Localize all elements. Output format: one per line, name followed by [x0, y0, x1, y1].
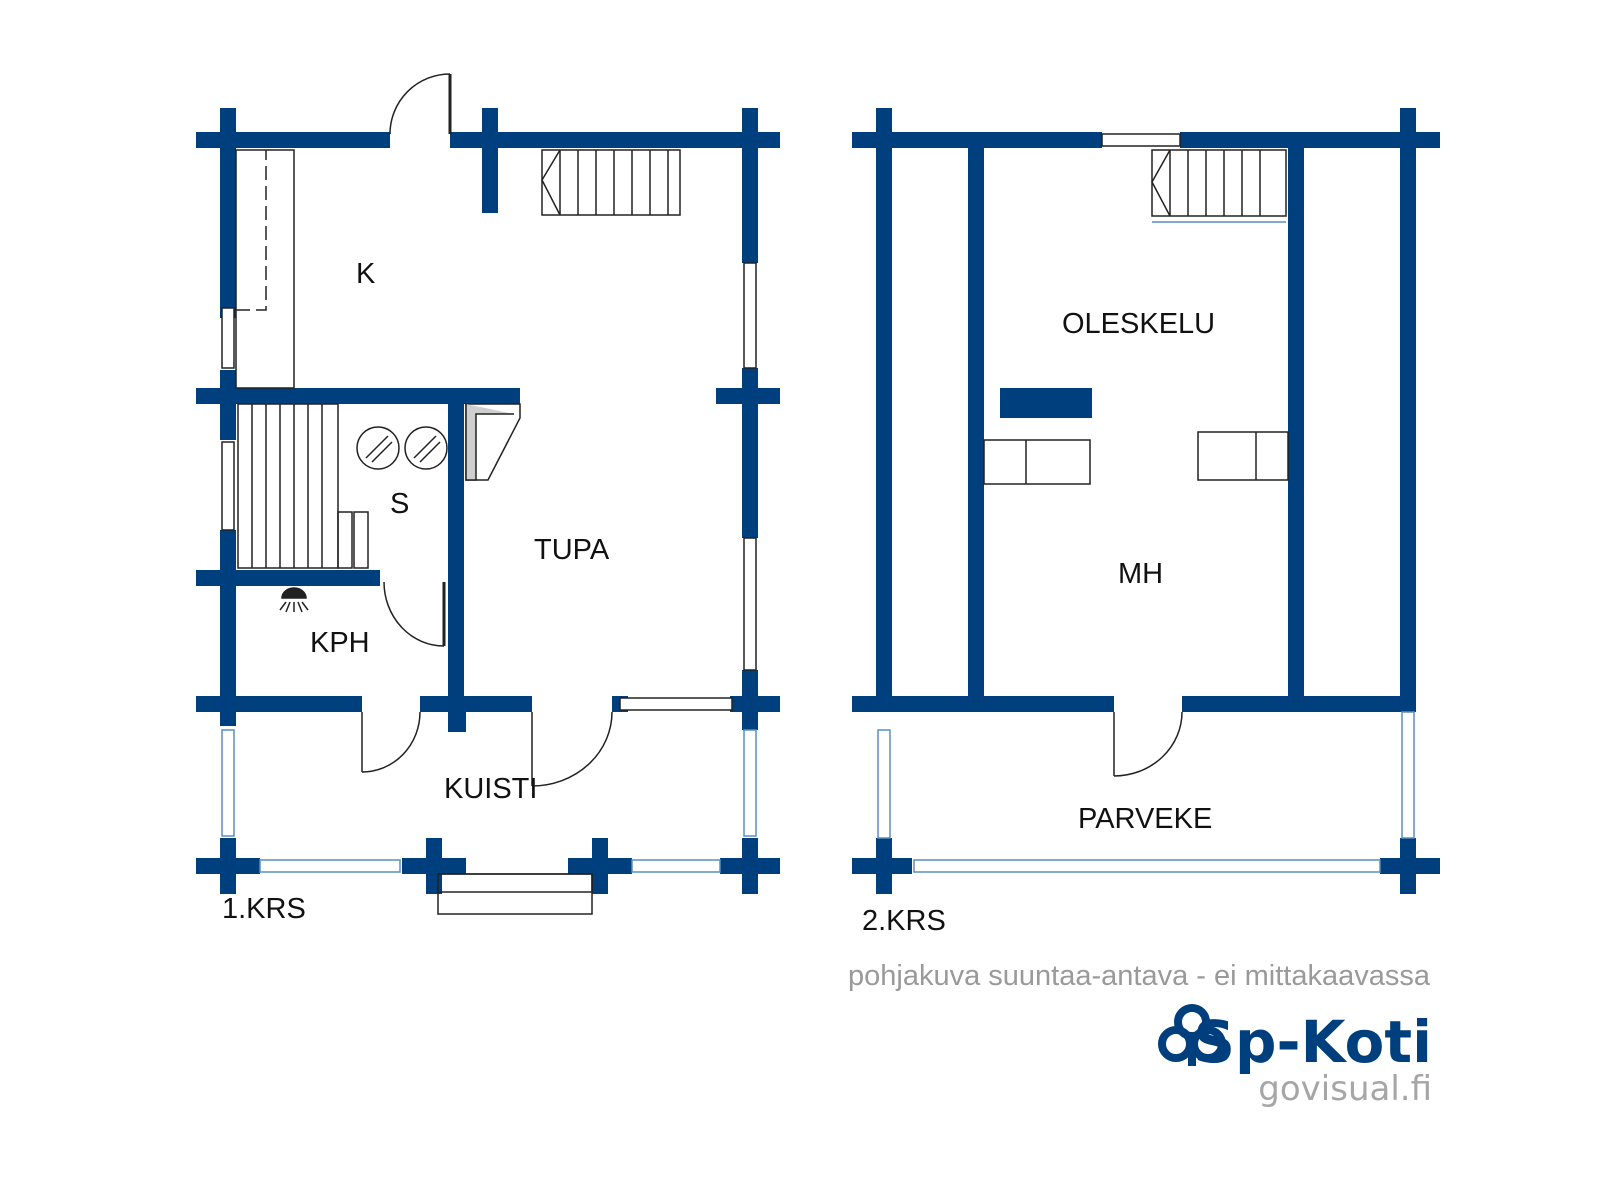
- room-label-k: K: [356, 258, 376, 290]
- credit-text: govisual.fi: [1258, 1069, 1432, 1109]
- floor2-label: 2.KRS: [862, 905, 946, 937]
- room-label-parveke: PARVEKE: [1078, 803, 1212, 835]
- floor1-label: 1.KRS: [222, 893, 306, 925]
- stove-icon: [356, 426, 448, 470]
- room-label-oleskelu: OLESKELU: [1062, 308, 1215, 340]
- room-label-tupa: TUPA: [534, 534, 610, 566]
- floor1-windows: [221, 262, 757, 873]
- floor2-plan: OLESKELU MH PARVEKE 2.KRS: [852, 108, 1440, 937]
- floor1-plan: K S TUPA KPH KUISTI 1.KRS: [196, 73, 780, 925]
- floor2-walls: [852, 108, 1440, 894]
- brand-logo-text: Sp-Koti: [1193, 1008, 1432, 1076]
- room-label-kph: KPH: [310, 627, 370, 659]
- sp-koti-tree-icon: [1158, 1004, 1226, 1066]
- floor2-fixtures: [983, 149, 1289, 485]
- disclaimer-text: pohjakuva suuntaa-antava - ei mittakaava…: [848, 960, 1431, 992]
- floor2-windows: [877, 133, 1415, 873]
- shower-icon: [279, 587, 309, 613]
- room-label-mh: MH: [1118, 558, 1163, 590]
- room-label-kuisti: KUISTI: [444, 773, 537, 805]
- room-label-s: S: [390, 488, 409, 520]
- floor1-walls: [196, 108, 780, 894]
- floor1-doors: [361, 73, 613, 787]
- floor2-doors: [1113, 711, 1183, 777]
- floor1-fixtures: [235, 149, 681, 915]
